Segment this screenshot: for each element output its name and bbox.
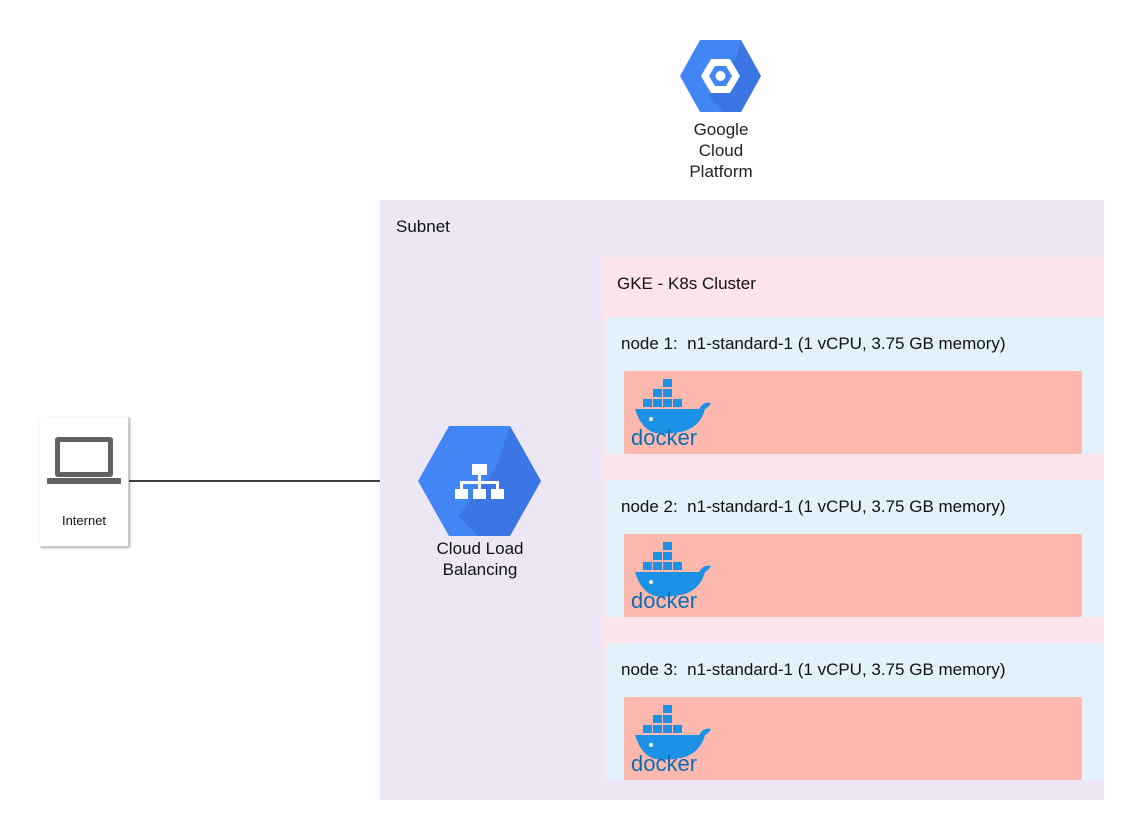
docker-logo-icon: docker: [631, 705, 711, 775]
svg-text:docker: docker: [631, 751, 697, 775]
google-cloud-platform-icon: [680, 40, 761, 112]
node-3: node 3: n1-standard-1 (1 vCPU, 3.75 GB m…: [605, 643, 1104, 780]
svg-text:docker: docker: [631, 425, 697, 449]
internet-label: Internet: [61, 513, 107, 528]
subnet-label: Subnet: [396, 217, 450, 236]
node-label: node 3: n1-standard-1 (1 vCPU, 3.75 GB m…: [621, 660, 1006, 679]
docker-logo-icon: docker: [631, 542, 711, 612]
docker-logo-icon: docker: [631, 379, 711, 449]
svg-text:docker: docker: [631, 588, 697, 612]
laptop-icon: [47, 437, 121, 484]
node-label: node 1: n1-standard-1 (1 vCPU, 3.75 GB m…: [621, 334, 1006, 353]
node-label: node 2: n1-standard-1 (1 vCPU, 3.75 GB m…: [621, 497, 1006, 516]
docker-container: docker: [624, 371, 1082, 454]
node-1: node 1: n1-standard-1 (1 vCPU, 3.75 GB m…: [605, 317, 1104, 454]
docker-container: docker: [624, 697, 1082, 780]
docker-container: docker: [624, 534, 1082, 617]
cluster-label: GKE - K8s Cluster: [617, 274, 756, 293]
load-balancer-label: Cloud Load Balancing: [436, 539, 524, 579]
node-2: node 2: n1-standard-1 (1 vCPU, 3.75 GB m…: [605, 480, 1104, 617]
cloud-load-balancing-icon: [418, 426, 541, 536]
gcp-label: Google Cloud Platform: [689, 120, 753, 181]
